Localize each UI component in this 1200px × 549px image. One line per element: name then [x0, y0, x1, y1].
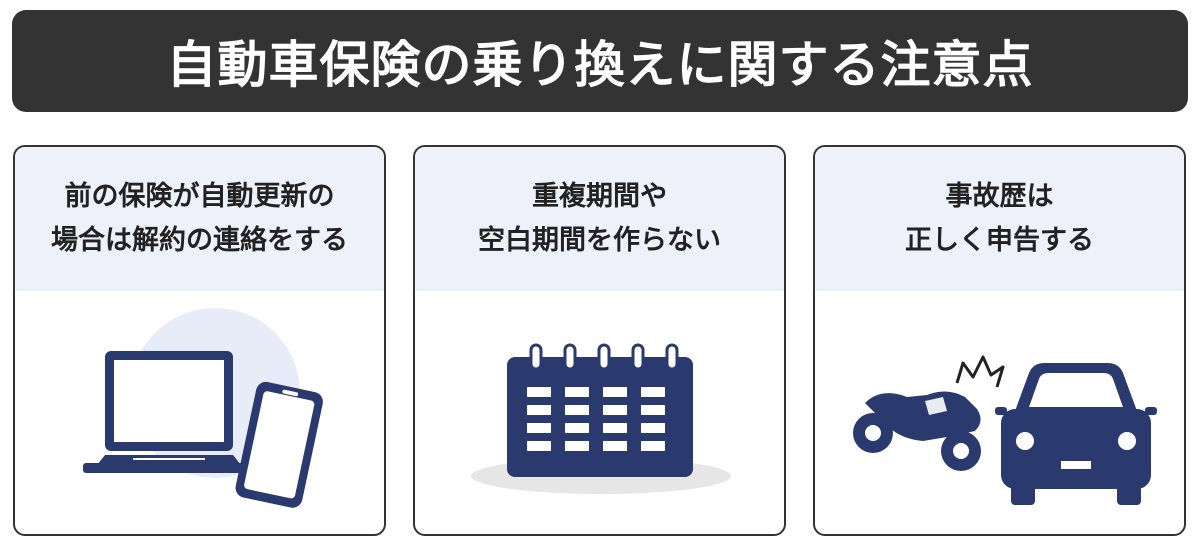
card-text-line-1: 前の保険が自動更新の	[64, 181, 335, 212]
laptop-and-smartphone-icon	[83, 308, 323, 508]
card-no-gap: 重複期間や 空白期間を作らない	[413, 145, 786, 536]
card-illustration	[15, 291, 384, 534]
card-header: 前の保険が自動更新の 場合は解約の連絡をする	[15, 147, 384, 291]
card-auto-renewal: 前の保険が自動更新の 場合は解約の連絡をする	[13, 145, 386, 536]
title-banner: 自動車保険の乗り換えに関する注意点	[12, 10, 1188, 112]
car-motorcycle-collision-icon	[853, 355, 1157, 505]
card-illustration	[415, 291, 784, 534]
card-text-line-1: 事故歴は	[945, 181, 1054, 212]
card-header: 事故歴は 正しく申告する	[815, 147, 1184, 291]
card-accident-history: 事故歴は 正しく申告する	[813, 145, 1186, 536]
card-text-line-1: 重複期間や	[532, 181, 667, 212]
card-illustration	[815, 291, 1184, 534]
card-header: 重複期間や 空白期間を作らない	[415, 147, 784, 291]
page-title: 自動車保険の乗り換えに関する注意点	[166, 36, 1034, 94]
card-text-line-2: 空白期間を作らない	[478, 225, 721, 256]
card-text-line-2: 場合は解約の連絡をする	[51, 225, 348, 256]
calendar-icon	[471, 343, 731, 494]
card-text-line-2: 正しく申告する	[905, 225, 1094, 256]
